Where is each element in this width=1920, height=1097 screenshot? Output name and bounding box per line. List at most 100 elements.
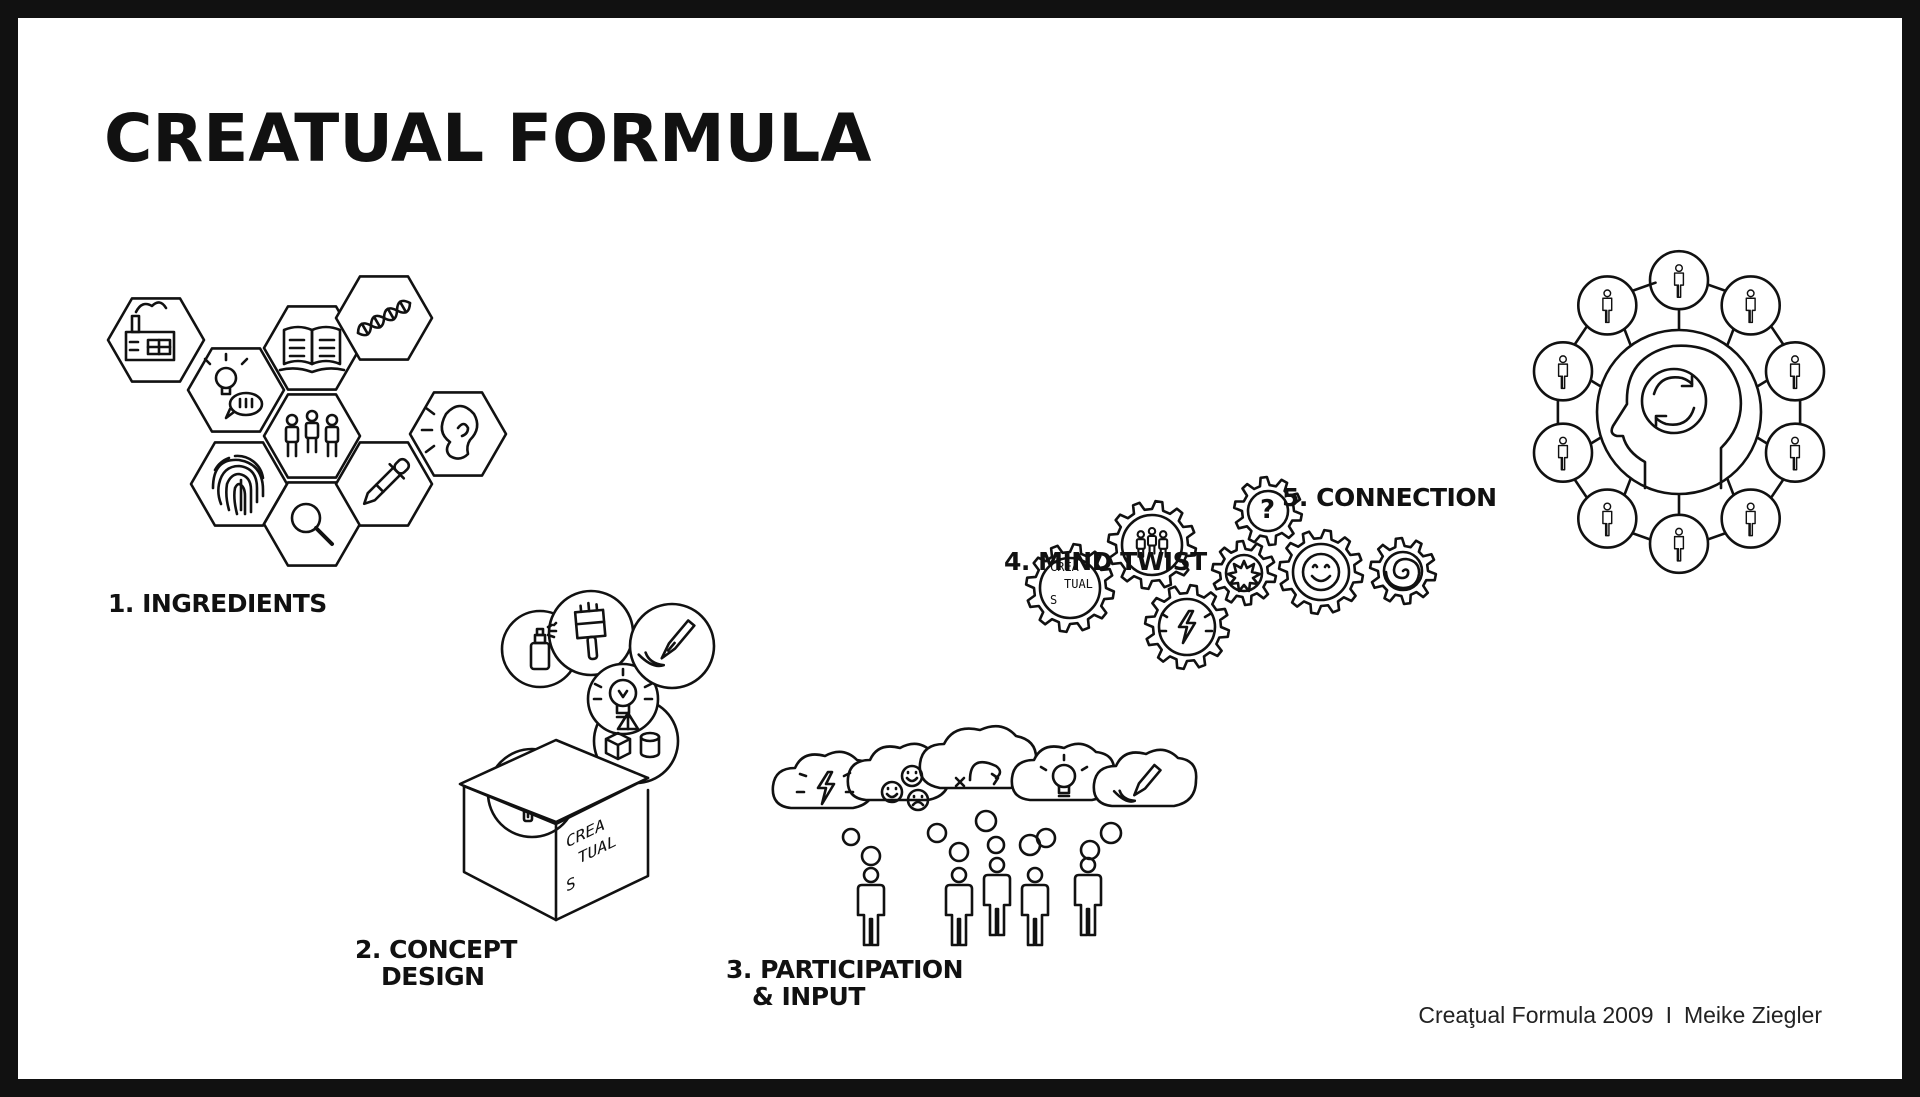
person-icon — [1673, 527, 1685, 562]
stage-number-2: 2. — [355, 935, 381, 964]
stage-title-5: CONNECTION — [1316, 483, 1497, 512]
fingerprint-icon — [211, 454, 265, 516]
lightbulb-icon — [592, 667, 654, 719]
gear — [1232, 475, 1304, 547]
stage-label-3: 3. PARTICIPATION & INPUT — [726, 955, 964, 1011]
fountain-pen-icon — [637, 619, 696, 668]
person-icon — [1673, 264, 1685, 298]
slide: CREATUAL FORMULA — [18, 18, 1902, 1079]
gear-hub — [1038, 556, 1102, 620]
person-icon — [1557, 436, 1569, 471]
stage-number-3: 3. — [726, 955, 752, 984]
participation-cluster — [771, 724, 1198, 947]
smile-gear-icon — [1301, 552, 1341, 592]
person-node — [1764, 340, 1826, 402]
formula-diagram: CREA TUAL S — [106, 249, 1826, 947]
person-icon — [1602, 502, 1613, 537]
person-icon — [1745, 502, 1756, 537]
slide-title: CREATUAL FORMULA — [104, 100, 872, 177]
people-icon — [284, 409, 340, 458]
spiral-gear-icon — [1384, 557, 1421, 590]
person-icon — [944, 866, 974, 947]
concept-design-cluster: CREA TUAL S — [458, 589, 716, 922]
connection-line — [1589, 436, 1603, 446]
person-icon — [1789, 355, 1801, 390]
stage-number-4: 4. — [1004, 547, 1030, 576]
person-icon — [1020, 866, 1050, 947]
person-icon — [1557, 355, 1569, 390]
credit-author: Meike Ziegler — [1683, 1002, 1822, 1028]
person-node — [1532, 340, 1594, 402]
stage-label-4: 4. MIND TWIST — [1004, 548, 1207, 575]
connection-line — [1725, 477, 1735, 497]
person-icon — [856, 866, 886, 947]
burst-gear-icon — [1226, 559, 1262, 593]
factory-icon — [124, 301, 176, 362]
stage-number-5: 5. — [1282, 483, 1308, 512]
stage-label-5: 5. CONNECTION — [1282, 484, 1497, 511]
gear-text-line2: TUAL — [1064, 577, 1093, 591]
connection-line — [1755, 436, 1769, 446]
hexagon-cell — [186, 347, 286, 433]
spray-can-icon — [529, 621, 558, 671]
stage-label-1: 1. INGREDIENTS — [108, 590, 327, 617]
idea-speech-icon — [203, 352, 264, 420]
lightning-gear-icon — [1158, 609, 1214, 645]
person-node — [1764, 422, 1826, 484]
person-node — [1577, 488, 1638, 549]
dna-icon — [356, 299, 412, 337]
person-node — [1648, 249, 1710, 311]
paintbrush-icon — [573, 601, 607, 661]
stage-subtitle-3: & INPUT — [752, 982, 865, 1011]
stage-label-2: 2. CONCEPT DESIGN — [355, 936, 517, 990]
stage-title-1: INGREDIENTS — [142, 589, 327, 618]
stage-title-4: MIND TWIST — [1038, 547, 1207, 576]
pipette-icon — [362, 457, 411, 506]
people-gear-icon — [1135, 526, 1169, 558]
question-gear-icon: ? — [1260, 495, 1275, 525]
emotions-icon — [880, 764, 930, 812]
gear-hub — [1246, 489, 1290, 533]
gear-hub — [1224, 553, 1264, 593]
gear-hub — [1157, 597, 1217, 657]
connection-line — [1589, 378, 1603, 388]
ear-icon — [420, 404, 479, 460]
mind-twist-cluster: CREA TUAL S ? — [1024, 475, 1438, 671]
connection-line — [1623, 327, 1633, 347]
book-icon — [278, 325, 346, 374]
head-refresh-icon — [1595, 328, 1763, 496]
lightning-icon — [795, 770, 855, 806]
person-icon — [1745, 289, 1756, 324]
person-icon — [1602, 289, 1613, 324]
connection-line — [1725, 327, 1735, 347]
stage-title-3: PARTICIPATION — [760, 955, 964, 984]
connection-line — [1623, 477, 1633, 497]
gear-hub — [1120, 513, 1184, 577]
person-node — [1720, 275, 1781, 336]
stage-subtitle-2: DESIGN — [381, 962, 485, 991]
gear — [1277, 528, 1365, 616]
ingredients-cluster — [106, 275, 508, 567]
person-icon — [1073, 856, 1103, 937]
box-text-line3: S — [566, 872, 576, 896]
svg-text:?: ? — [1260, 495, 1275, 525]
connection-cluster — [1532, 249, 1826, 575]
person-node — [1720, 488, 1781, 549]
person-node — [1648, 513, 1710, 575]
gear-hub — [1382, 550, 1424, 592]
gear-text-line1: CREA — [1050, 560, 1080, 574]
shapes-icon — [604, 711, 661, 761]
stage-number-1: 1. — [108, 589, 134, 618]
search-icon — [290, 502, 334, 546]
lightbulb-icon — [1039, 753, 1089, 798]
person-node — [1577, 275, 1638, 336]
connection-line — [1755, 378, 1769, 388]
gear-text-line3: S — [1050, 593, 1057, 607]
gear — [1210, 539, 1278, 607]
arrow-loop-icon — [954, 761, 1002, 788]
gear-hub — [1291, 542, 1351, 602]
person-icon — [982, 856, 1012, 937]
credit-text: Creaţual Formula 2009 — [1418, 1002, 1654, 1028]
fountain-pen-icon — [1112, 763, 1162, 803]
